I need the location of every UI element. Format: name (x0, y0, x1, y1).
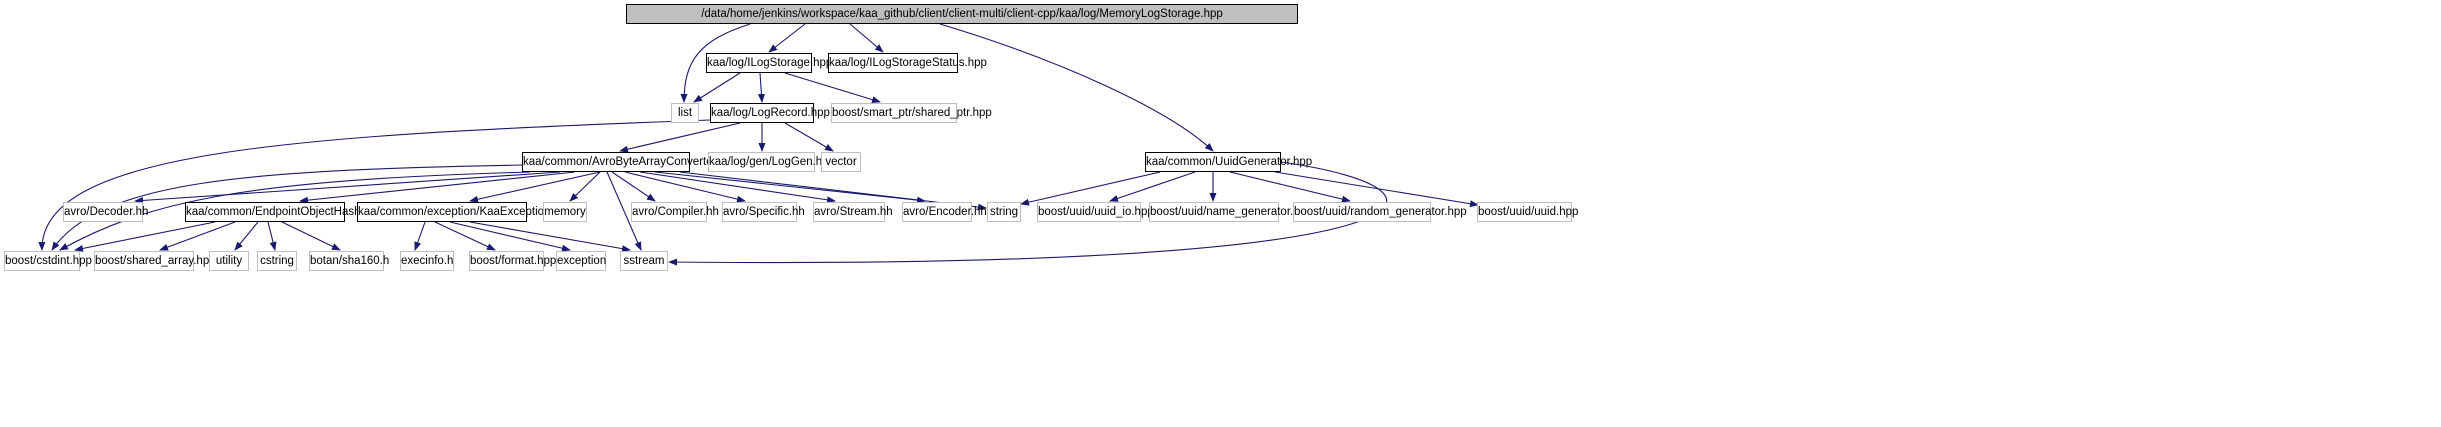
edge-logrecord-cstdint (38, 119, 711, 251)
node-uuid-io: boost/uuid/uuid_io.hpp (1037, 202, 1154, 222)
node-vector: vector (821, 152, 861, 172)
edge-uuidgenerator-uuid (1274, 171, 1479, 208)
edge-avrobyte-specific (624, 171, 746, 203)
edge-logrecord-avrobyte (619, 122, 741, 153)
node-avrobytearrayconverter[interactable]: kaa/common/AvroByteArrayConverter.hpp (522, 152, 738, 172)
edge-avrobyte-stream (639, 171, 836, 204)
edge-logrecord-vector (784, 122, 834, 152)
edge-avrobyte-memory (569, 171, 601, 202)
edge-avrobyte-cstdint-a (59, 171, 531, 251)
node-utility: utility (209, 251, 249, 271)
edge-kaaexception-format (434, 221, 496, 251)
node-sha160: botan/sha160.h (309, 251, 389, 271)
edge-root-uuidgenerator (939, 23, 1214, 152)
edge-avrobyte-decoder (134, 171, 561, 204)
node-list: list (671, 103, 699, 123)
node-kaaexception[interactable]: kaa/common/exception/KaaException.hpp (357, 202, 573, 222)
node-sstream: sstream (620, 251, 668, 271)
edge-avrobyte-endpointhash (299, 171, 576, 204)
edge-uuidgenerator-string (1020, 171, 1161, 206)
edge-uuidgenerator-random-gen (1229, 171, 1351, 203)
node-execinfo: execinfo.h (400, 251, 454, 271)
edge-avrobyte-kaaexception (469, 171, 601, 203)
node-encoder: avro/Encoder.hh (902, 202, 987, 222)
edge-kaaexception-exception (449, 221, 571, 252)
node-decoder: avro/Decoder.hh (63, 202, 148, 222)
edge-ilogstorage-logrecord (757, 72, 765, 103)
edge-avrobyte-sstream (606, 171, 642, 251)
node-uuidgenerator[interactable]: kaa/common/UuidGenerator.hpp (1145, 152, 1312, 172)
edge-root-list (680, 23, 751, 103)
node-loggen: kaa/log/gen/LogGen.hpp (708, 152, 835, 172)
node-compiler: avro/Compiler.hh (631, 202, 719, 222)
node-random-generator: boost/uuid/random_generator.hpp (1293, 202, 1467, 222)
node-logrecord[interactable]: kaa/log/LogRecord.hpp (710, 103, 830, 123)
node-string: string (987, 202, 1021, 222)
node-shared-ptr: boost/smart_ptr/shared_ptr.hpp (831, 103, 992, 123)
edge-ilogstorage-list (693, 72, 741, 103)
node-cstring: cstring (257, 251, 297, 271)
edge-uuidgenerator-uuid-io (1109, 171, 1196, 202)
edge-endpointhash-cstring (267, 221, 277, 251)
edge-kaaexception-execinfo (414, 221, 426, 251)
node-cstdint: boost/cstdint.hpp (4, 251, 92, 271)
edge-avrobyte-cstdint-b (51, 164, 526, 251)
edge-kaaexception-sstream (469, 221, 631, 253)
edge-endpointhash-sha160 (281, 221, 341, 251)
node-memorylogstorage[interactable]: /data/home/jenkins/workspace/kaa_github/… (626, 4, 1298, 24)
node-shared-array: boost/shared_array.hpp (94, 251, 216, 271)
edge-ilogstorage-shared-ptr (784, 72, 881, 104)
edge-endpointhash-shared-array (159, 221, 236, 251)
node-uuid: boost/uuid/uuid.hpp (1477, 202, 1578, 222)
edge-avrobyte-compiler (611, 171, 656, 202)
node-exception: exception (556, 251, 606, 271)
node-endpointobjecthash[interactable]: kaa/common/EndpointObjectHash.hpp (185, 202, 383, 222)
node-ilogstorage[interactable]: kaa/log/ILogStorage.hpp (706, 53, 832, 73)
edge-root-ilogstoragestatus (849, 23, 884, 53)
node-specific: avro/Specific.hh (722, 202, 805, 222)
node-stream: avro/Stream.hh (813, 202, 893, 222)
node-ilogstoragestatus[interactable]: kaa/log/ILogStorageStatus.hpp (828, 53, 987, 73)
node-memory: memory (543, 202, 587, 222)
edge-uuidgenerator-sstream (668, 161, 1388, 266)
edge-endpointhash-cstdint (74, 221, 216, 252)
edge-endpointhash-utility (234, 221, 259, 251)
node-format: boost/format.hpp (469, 251, 556, 271)
edge-root-ilogstorage (768, 23, 806, 53)
edge-avrobyte-encoder (654, 171, 926, 204)
node-name-generator: boost/uuid/name_generator.hpp (1149, 202, 1312, 222)
